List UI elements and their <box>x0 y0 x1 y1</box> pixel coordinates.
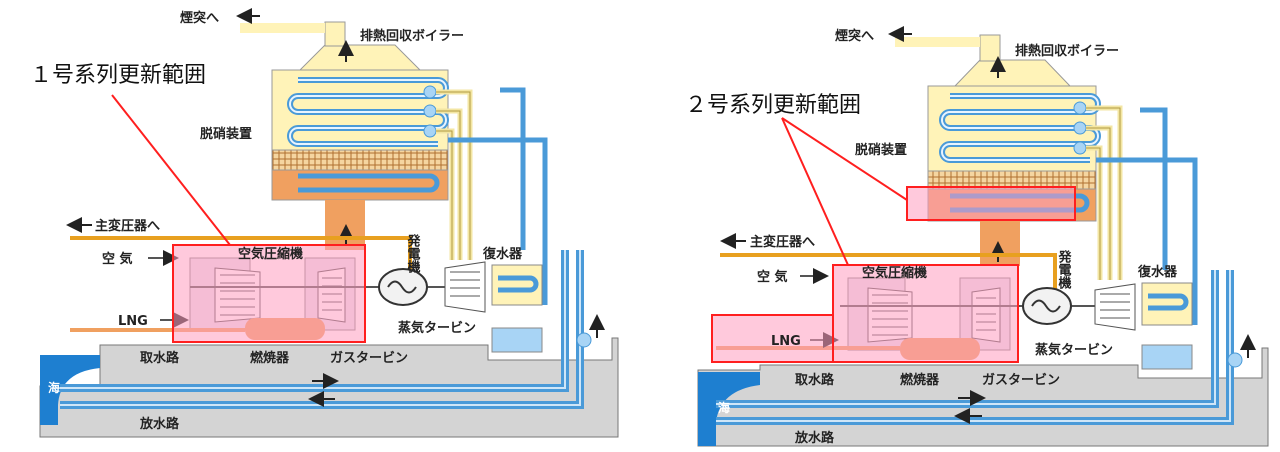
denox-unit <box>271 149 449 171</box>
renewal-scope-2-lng <box>711 314 834 363</box>
transformer-label: 主変圧器へ <box>95 218 160 234</box>
sea-label: 海 <box>48 380 60 395</box>
generator-label: 発電機 <box>405 233 422 274</box>
renewal-scope-1 <box>172 244 366 343</box>
air-label: 空 気 <box>102 251 133 267</box>
hrsg-label: 排熱回収ボイラー <box>1015 43 1119 59</box>
condenser-label: 復水器 <box>482 246 523 262</box>
hrsg-label: 排熱回収ボイラー <box>360 28 464 44</box>
sea <box>698 372 760 446</box>
left-panel <box>39 21 619 438</box>
intake-label: 取水路 <box>140 350 180 366</box>
renewal-scope-1-title: １号系列更新範囲 <box>30 63 206 88</box>
steam-turbine <box>444 261 486 313</box>
power-line <box>720 253 1057 300</box>
intake-label: 取水路 <box>795 372 835 388</box>
gas-turbine-label: ガスタービン <box>982 372 1060 388</box>
discharge-label: 放水路 <box>794 430 835 446</box>
transformer-label: 主変圧器へ <box>750 234 815 250</box>
denox-label: 脱硝装置 <box>855 142 907 158</box>
sea <box>40 355 100 425</box>
compressor-label: 空気圧縮機 <box>862 265 927 281</box>
sea-label: 海 <box>718 400 730 415</box>
air-label: 空 気 <box>757 269 788 285</box>
combustor-label: 燃焼器 <box>250 350 290 366</box>
lng-label: LNG <box>771 334 801 349</box>
combustor-label: 燃焼器 <box>900 372 940 388</box>
gas-turbine-label: ガスタービン <box>330 350 408 366</box>
chimney-label: 煙突へ <box>180 10 219 26</box>
renewal-scope-2-title: ２号系列更新範囲 <box>685 93 861 118</box>
discharge-label: 放水路 <box>139 416 180 432</box>
renewal-scope-2-denox <box>906 186 1076 221</box>
right-panel <box>697 34 1269 447</box>
steam-turbine-label: 蒸気タービン <box>398 320 476 336</box>
condenser-label: 復水器 <box>1137 264 1178 280</box>
renewal-scope-2-main <box>832 264 1019 363</box>
steam-turbine <box>1094 283 1136 331</box>
steam-turbine-label: 蒸気タービン <box>1035 342 1113 358</box>
chimney-label: 煙突へ <box>835 28 874 44</box>
lng-label: LNG <box>118 314 148 329</box>
generator-label: 発電機 <box>1056 249 1073 290</box>
compressor-label: 空気圧縮機 <box>238 246 303 262</box>
denox-label: 脱硝装置 <box>200 126 252 142</box>
